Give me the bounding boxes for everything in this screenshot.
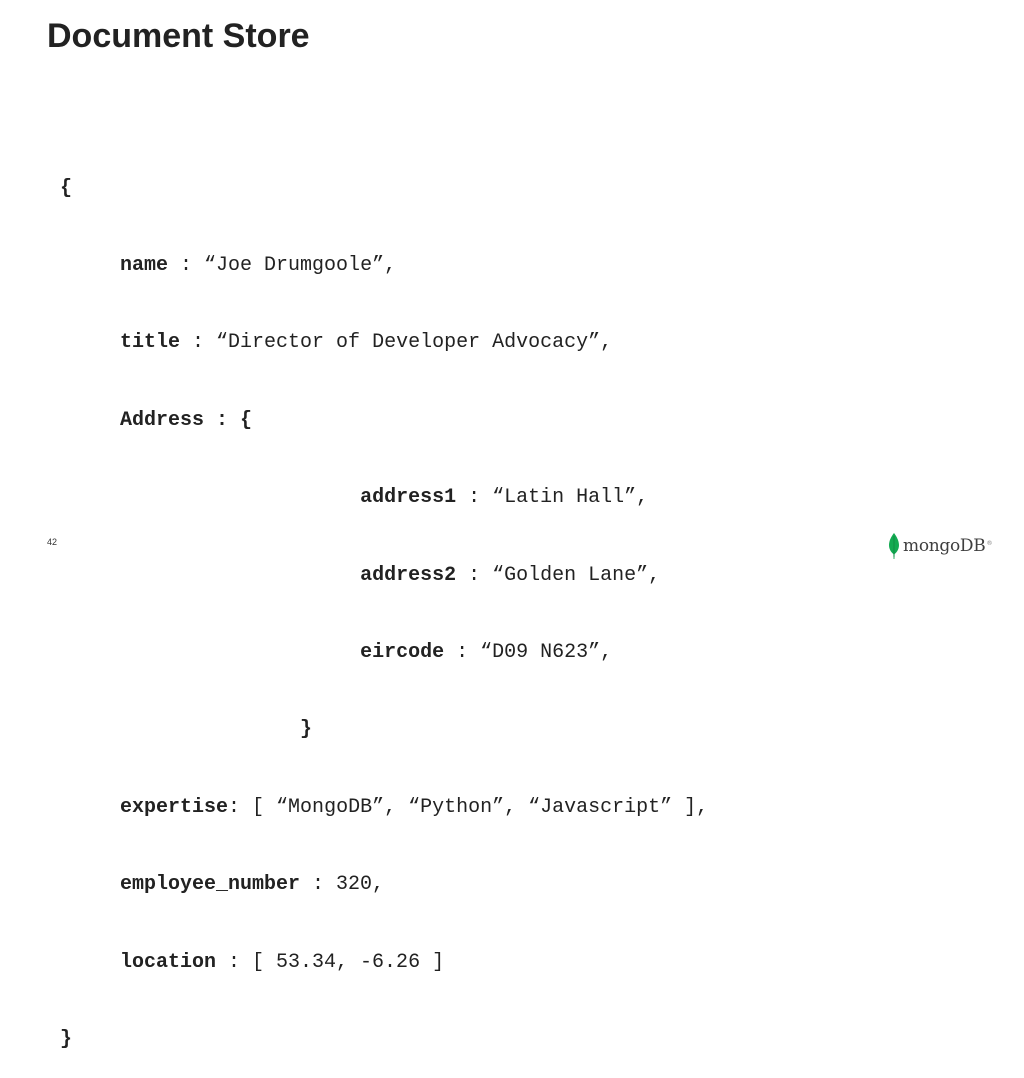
code-line-name: name : “Joe Drumgoole”, (60, 253, 708, 279)
location-key: location (120, 950, 217, 974)
code-line-address: Address : { (60, 408, 708, 434)
employee-number-value: : 320, (300, 873, 385, 897)
registered-mark: ® (986, 539, 993, 547)
address-close-brace: } (300, 718, 313, 742)
slide-title: Document Store (47, 17, 310, 55)
title-key: title (120, 331, 181, 355)
eircode-key: eircode (360, 640, 445, 664)
name-key: name (120, 253, 169, 277)
address2-key: address2 (360, 563, 457, 587)
code-line-location: location : [ 53.34, -6.26 ] (60, 950, 708, 976)
code-line-employee-number: employee_number : 320, (60, 872, 708, 898)
address1-key: address1 (360, 486, 457, 510)
page-number: 42 (47, 537, 58, 547)
leaf-icon (889, 533, 899, 559)
employee-number-key: employee_number (120, 873, 301, 897)
code-line-title: title : “Director of Developer Advocacy”… (60, 330, 708, 356)
expertise-key: expertise (120, 795, 229, 819)
code-line-eircode: eircode : “D09 N623”, (60, 640, 708, 666)
code-line-address2: address2 : “Golden Lane”, (60, 563, 708, 589)
expertise-value: : [ “MongoDB”, “Python”, “Javascript” ], (228, 795, 709, 819)
code-line-open: { (60, 176, 708, 202)
open-brace: { (60, 176, 73, 200)
title-value: : “Director of Developer Advocacy”, (180, 331, 613, 355)
address1-value: : “Latin Hall”, (456, 486, 649, 510)
code-line-address1: address1 : “Latin Hall”, (60, 485, 708, 511)
mongodb-wordmark: mongoDB (903, 536, 986, 556)
location-value: : [ 53.34, -6.26 ] (216, 950, 445, 974)
address2-value: : “Golden Lane”, (456, 563, 661, 587)
address-open: : { (204, 408, 253, 432)
name-value: : “Joe Drumgoole”, (168, 253, 397, 277)
mongodb-logo: mongoDB ® (888, 532, 992, 560)
address-key: Address (120, 408, 205, 432)
code-line-close: } (60, 1027, 708, 1053)
eircode-value: : “D09 N623”, (444, 640, 613, 664)
document-code-block: { name : “Joe Drumgoole”, title : “Direc… (60, 124, 708, 1078)
close-brace: } (60, 1027, 73, 1051)
code-line-address-close: } (60, 717, 708, 743)
code-line-expertise: expertise: [ “MongoDB”, “Python”, “Javas… (60, 795, 708, 821)
